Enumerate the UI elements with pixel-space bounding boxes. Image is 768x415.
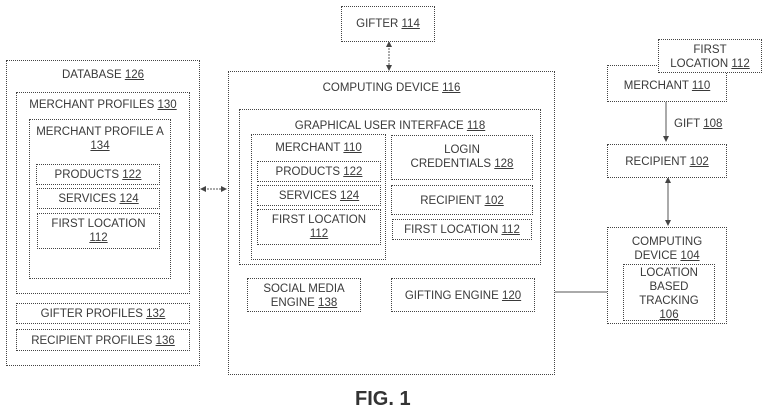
gui-label: GRAPHICAL USER INTERFACE 118 xyxy=(294,120,486,132)
gui-first-location-2-box: FIRST LOCATION 112 xyxy=(392,219,532,240)
right-recipient-box: RECIPIENT 102 xyxy=(607,144,727,178)
gifter-profiles-label: GIFTER PROFILES 132 xyxy=(40,308,166,320)
gifting-engine-box: GIFTING ENGINE 120 xyxy=(391,278,535,312)
gui-services-label: SERVICES 124 xyxy=(278,190,360,202)
gui-services-box: SERVICES 124 xyxy=(257,185,381,206)
merchant-profiles-label: MERCHANT PROFILES 130 xyxy=(29,99,177,111)
db-products-box: PRODUCTS 122 xyxy=(36,164,160,185)
right-recipient-label: RECIPIENT 102 xyxy=(625,156,709,168)
db-products-label: PRODUCTS 122 xyxy=(54,169,142,181)
gui-recipient-label: RECIPIENT 102 xyxy=(420,195,504,207)
gifter-profiles-box: GIFTER PROFILES 132 xyxy=(16,303,190,324)
gifter-label: GIFTER 114 xyxy=(356,18,420,30)
gui-first-location-2-label: FIRST LOCATION 112 xyxy=(404,224,520,236)
gui-products-box: PRODUCTS 122 xyxy=(257,161,381,182)
db-services-box: SERVICES 124 xyxy=(37,188,160,209)
db-services-label: SERVICES 124 xyxy=(58,193,139,205)
figure-label: FIG. 1 xyxy=(355,388,411,410)
gui-recipient-box: RECIPIENT 102 xyxy=(391,185,533,215)
gui-products-label: PRODUCTS 122 xyxy=(275,166,363,178)
gui-merchant-label: MERCHANT 110 xyxy=(275,142,362,154)
gift-label: GIFT 108 xyxy=(674,118,723,130)
gifter-box: GIFTER 114 xyxy=(341,6,435,42)
database-label: DATABASE 126 xyxy=(61,69,145,81)
right-merchant-label: MERCHANT 110 xyxy=(623,80,711,92)
recipient-profiles-box: RECIPIENT PROFILES 136 xyxy=(16,329,190,351)
computing-device-label: COMPUTING DEVICE 116 xyxy=(322,82,461,94)
gifting-engine-label: GIFTING ENGINE 120 xyxy=(404,290,522,302)
recipient-profiles-label: RECIPIENT PROFILES 136 xyxy=(31,335,175,347)
